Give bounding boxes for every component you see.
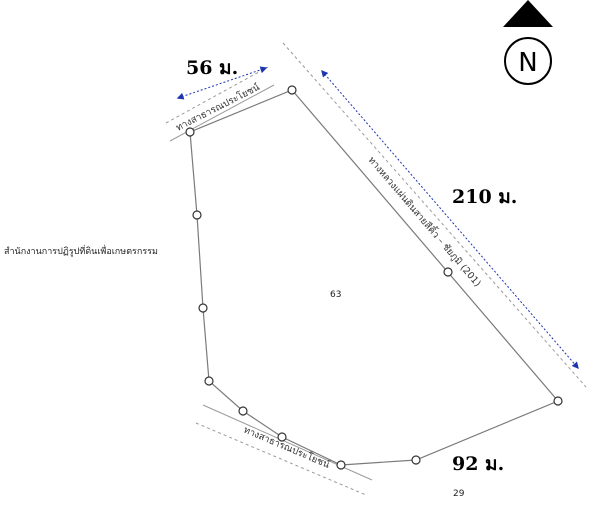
highway-edge-outer [282, 42, 587, 388]
parcel-number-adjacent: 29 [453, 489, 465, 499]
road-edges [165, 42, 587, 496]
boundary-vertex [204, 376, 214, 386]
top-dimension-arrow [176, 66, 268, 100]
highway-road-label: ทางหลวงแผ่นดินสายสีคิ้ว – ชัยภูมิ (201) [366, 154, 484, 290]
parcel-number-main: 63 [330, 290, 341, 300]
boundary-vertex [238, 406, 248, 416]
boundary-vertex [198, 303, 208, 313]
boundary-vertex [411, 455, 421, 465]
right-dimension-arrow [321, 69, 579, 370]
north-arrow-letter: N [518, 48, 537, 78]
north-arrow-icon: N [503, 0, 553, 85]
boundary-vertex [443, 267, 453, 277]
dimension-arrows [176, 66, 579, 370]
boundary-vertex [277, 432, 287, 442]
top-dimension-label: 56 ม. [186, 57, 238, 79]
bottom-dimension-label: 92 ม. [452, 453, 504, 475]
north-arrow-triangle [503, 0, 553, 27]
bottom-road-edge-lower [195, 422, 367, 496]
bottom-road-label: ทางสาธารณประโยชน์ [242, 424, 332, 471]
boundary-vertex [336, 460, 346, 470]
boundary-vertex [287, 85, 297, 95]
boundary-vertex [553, 396, 563, 406]
office-label: สำนักงานการปฏิรูปที่ดินเพื่อเกษตรกรรม [4, 244, 158, 257]
boundary-vertices [185, 85, 563, 470]
north-arrow-circle [504, 37, 552, 85]
right-dimension-label: 210 ม. [452, 186, 517, 208]
boundary-vertex [192, 210, 202, 220]
boundary-vertex [185, 127, 195, 137]
